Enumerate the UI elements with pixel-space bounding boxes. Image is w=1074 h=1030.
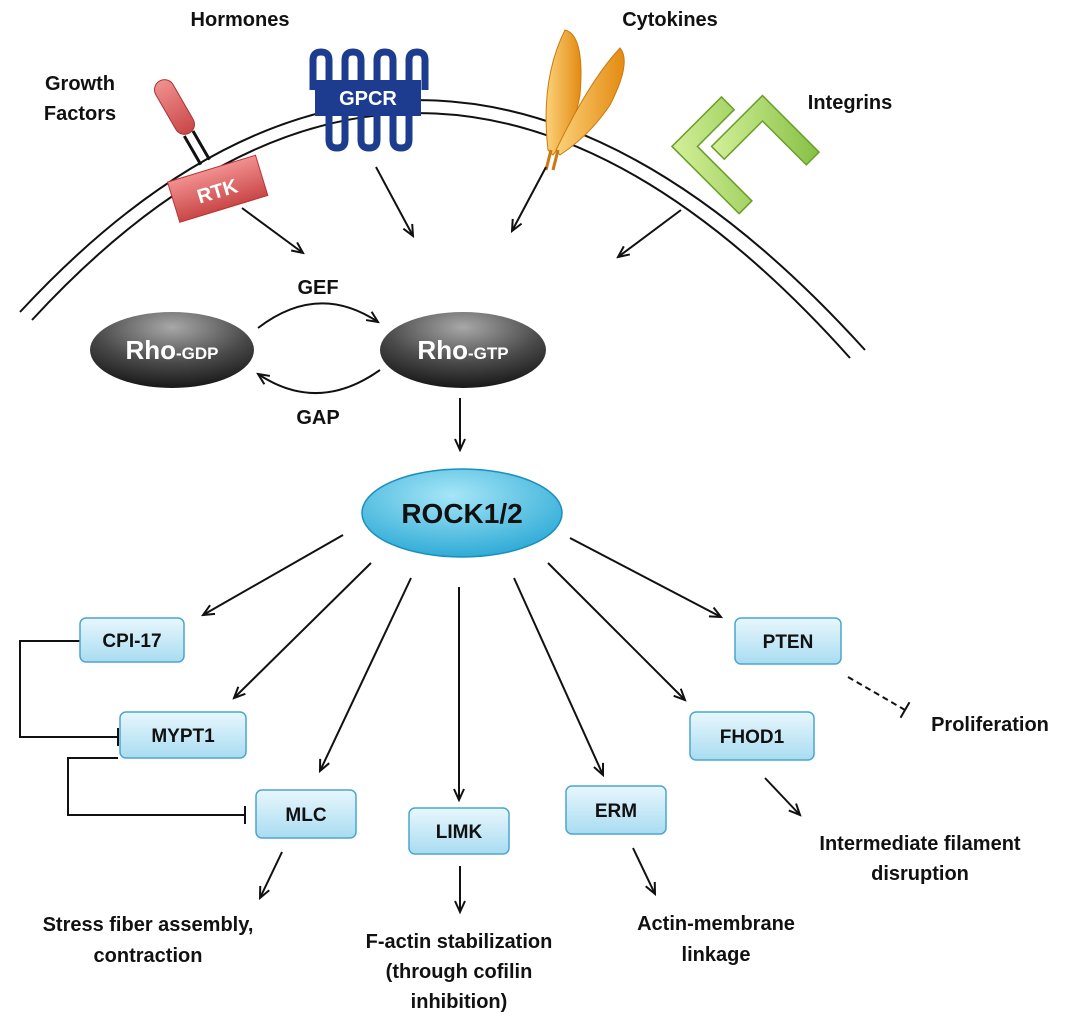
cpi17-box: CPI-17 bbox=[79, 617, 185, 663]
rock-to-erm-arrow bbox=[513, 577, 603, 775]
pten-label: PTEN bbox=[763, 632, 814, 653]
rock-label: ROCK1/2 bbox=[401, 498, 522, 529]
mlc-label: MLC bbox=[285, 805, 326, 826]
intermediate-filament-label: Intermediate filament bbox=[819, 833, 1021, 855]
mlc-outcome-arrow bbox=[260, 851, 283, 898]
f-actin-label: F-actin stabilization bbox=[366, 931, 553, 953]
pten-inhibits-proliferation bbox=[847, 676, 911, 719]
limk-box: LIMK bbox=[408, 807, 510, 855]
erm-box: ERM bbox=[565, 785, 667, 835]
limk-label: LIMK bbox=[436, 822, 483, 843]
rock-to-pten-arrow bbox=[569, 537, 721, 617]
rho-gdp-node: Rho-GDP bbox=[90, 312, 254, 388]
rock-to-mlc-arrow bbox=[320, 577, 412, 771]
pten-box: PTEN bbox=[734, 617, 842, 665]
f-actin-label-line3: inhibition) bbox=[411, 991, 508, 1013]
erm-label: ERM bbox=[595, 801, 637, 822]
integrin-arrow bbox=[618, 209, 682, 257]
svg-text:Rho-GDP: Rho-GDP bbox=[125, 335, 218, 365]
integrins-label: Integrins bbox=[808, 92, 892, 114]
rho-gtp-node: Rho-GTP bbox=[380, 312, 546, 388]
gap-arrow bbox=[258, 369, 381, 394]
fhod1-outcome-arrow bbox=[764, 777, 800, 815]
gpcr-receptor-icon bbox=[309, 48, 429, 152]
rtk-arrow bbox=[241, 207, 303, 253]
integrin-receptor-icon bbox=[670, 94, 821, 215]
cytokines-label: Cytokines bbox=[622, 9, 718, 31]
gef-label: GEF bbox=[297, 277, 338, 299]
gap-label: GAP bbox=[296, 407, 339, 429]
actin-membrane-label-line2: linkage bbox=[682, 944, 751, 966]
cytokine-receptor-icon bbox=[544, 29, 625, 171]
intermediate-filament-label-line2: disruption bbox=[871, 863, 969, 885]
mlc-box: MLC bbox=[255, 789, 357, 839]
cpi17-inhibits-mypt1 bbox=[19, 640, 119, 746]
mypt1-inhibits-mlc bbox=[67, 757, 246, 824]
mypt1-label: MYPT1 bbox=[151, 726, 215, 747]
rock-to-fhod1-arrow bbox=[547, 562, 685, 700]
growth-factors-label-line2: Factors bbox=[44, 103, 116, 125]
rho-gtp-suffix: -GTP bbox=[468, 344, 509, 363]
hormones-label: Hormones bbox=[191, 9, 290, 31]
rock-to-cpi17-arrow bbox=[203, 534, 344, 615]
gef-arrow bbox=[257, 302, 378, 329]
rho-gdp-suffix: -GDP bbox=[176, 344, 219, 363]
mypt1-box: MYPT1 bbox=[119, 711, 247, 759]
rtk-receptor-icon bbox=[154, 79, 269, 223]
actin-membrane-label: Actin-membrane bbox=[637, 913, 795, 935]
stress-fiber-label-line2: contraction bbox=[94, 945, 203, 967]
rock-to-mypt1-arrow bbox=[234, 562, 372, 698]
cytokine-arrow bbox=[512, 166, 547, 231]
gpcr-label: GPCR bbox=[339, 88, 397, 110]
growth-factors-label: Growth bbox=[45, 73, 115, 95]
rho-gtp-main: Rho bbox=[417, 335, 468, 365]
proliferation-label: Proliferation bbox=[931, 714, 1049, 736]
f-actin-label-line2: (through cofilin bbox=[386, 961, 533, 983]
erm-outcome-arrow bbox=[632, 847, 655, 894]
stress-fiber-label: Stress fiber assembly, bbox=[43, 914, 254, 936]
rock-node: ROCK1/2 bbox=[361, 468, 563, 558]
gpcr-arrow bbox=[375, 166, 413, 236]
svg-text:Rho-GTP: Rho-GTP bbox=[417, 335, 508, 365]
cpi17-label: CPI-17 bbox=[102, 631, 161, 652]
cell-membrane bbox=[19, 99, 866, 359]
fhod1-box: FHOD1 bbox=[689, 711, 815, 761]
fhod1-label: FHOD1 bbox=[720, 727, 785, 748]
rho-gdp-main: Rho bbox=[125, 335, 176, 365]
